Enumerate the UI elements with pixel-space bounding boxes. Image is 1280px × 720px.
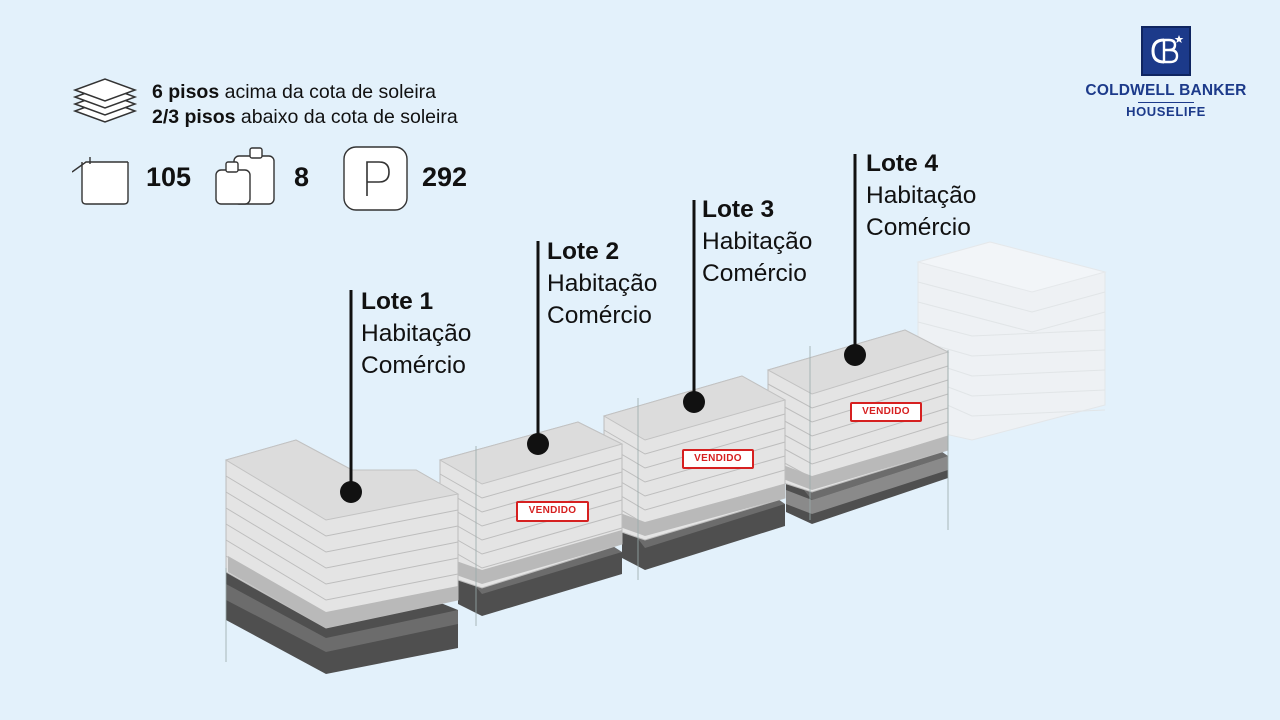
lot-1-name: Lote 1	[361, 288, 434, 315]
lot-4-label: Lote 4 Habitação Comércio	[866, 148, 976, 244]
logo-divider	[1138, 102, 1194, 103]
lot-2-sold-badge: VENDIDO	[516, 501, 589, 522]
lot-4-marker	[844, 344, 866, 366]
floors-description: 6 pisos acima da cota de soleira 2/3 pis…	[152, 80, 458, 130]
lot-2-name: Lote 2	[547, 238, 620, 265]
parking-count: 292	[422, 162, 468, 192]
floors-above-text: acima da cota de soleira	[219, 81, 436, 103]
lot-3-use-commerce: Comércio	[702, 260, 807, 287]
lot-2-label: Lote 2 Habitação Comércio	[547, 236, 657, 332]
logo-brand-name: COLDWELL BANKER	[1085, 82, 1247, 99]
parking-icon	[343, 146, 408, 211]
lot-4-use-housing: Habitação	[866, 182, 977, 209]
lot-3-name: Lote 3	[702, 196, 775, 223]
house-icon	[72, 157, 129, 205]
lot-1-building	[224, 439, 460, 674]
lot-4-use-commerce: Comércio	[866, 214, 971, 241]
lot-4-name: Lote 4	[866, 150, 939, 177]
lot-1-label: Lote 1 Habitação Comércio	[361, 286, 471, 382]
shops-icon	[215, 147, 275, 205]
faded-neighbor-building	[916, 241, 1107, 441]
lot-1-marker	[340, 481, 362, 503]
lot-2-building	[438, 421, 624, 626]
cb-monogram-icon	[1141, 26, 1191, 76]
lot-2-use-housing: Habitação	[547, 270, 658, 297]
lot-3-use-housing: Habitação	[702, 228, 813, 255]
lot-1-use-housing: Habitação	[361, 320, 472, 347]
lot-2-use-commerce: Comércio	[547, 302, 652, 329]
lot-4-sold-badge: VENDIDO	[850, 402, 922, 422]
floors-stack-icon	[72, 78, 138, 123]
floors-below-bold: 2/3 pisos	[152, 106, 236, 128]
units-count: 105	[146, 162, 192, 192]
lot-3-label: Lote 3 Habitação Comércio	[702, 194, 812, 290]
lot-markers	[340, 154, 866, 503]
lot-3-marker	[683, 391, 705, 413]
logo-subbrand: HOUSELIFE	[1126, 104, 1206, 119]
floors-above-bold: 6 pisos	[152, 81, 220, 103]
lot-1-use-commerce: Comércio	[361, 352, 466, 379]
lot-2-marker	[527, 433, 549, 455]
coldwell-banker-logo: COLDWELL BANKER HOUSELIFE	[1080, 26, 1252, 119]
shops-count: 8	[294, 162, 310, 192]
floors-below-text: abaixo da cota de soleira	[235, 106, 458, 128]
lot-3-sold-badge: VENDIDO	[682, 449, 754, 469]
